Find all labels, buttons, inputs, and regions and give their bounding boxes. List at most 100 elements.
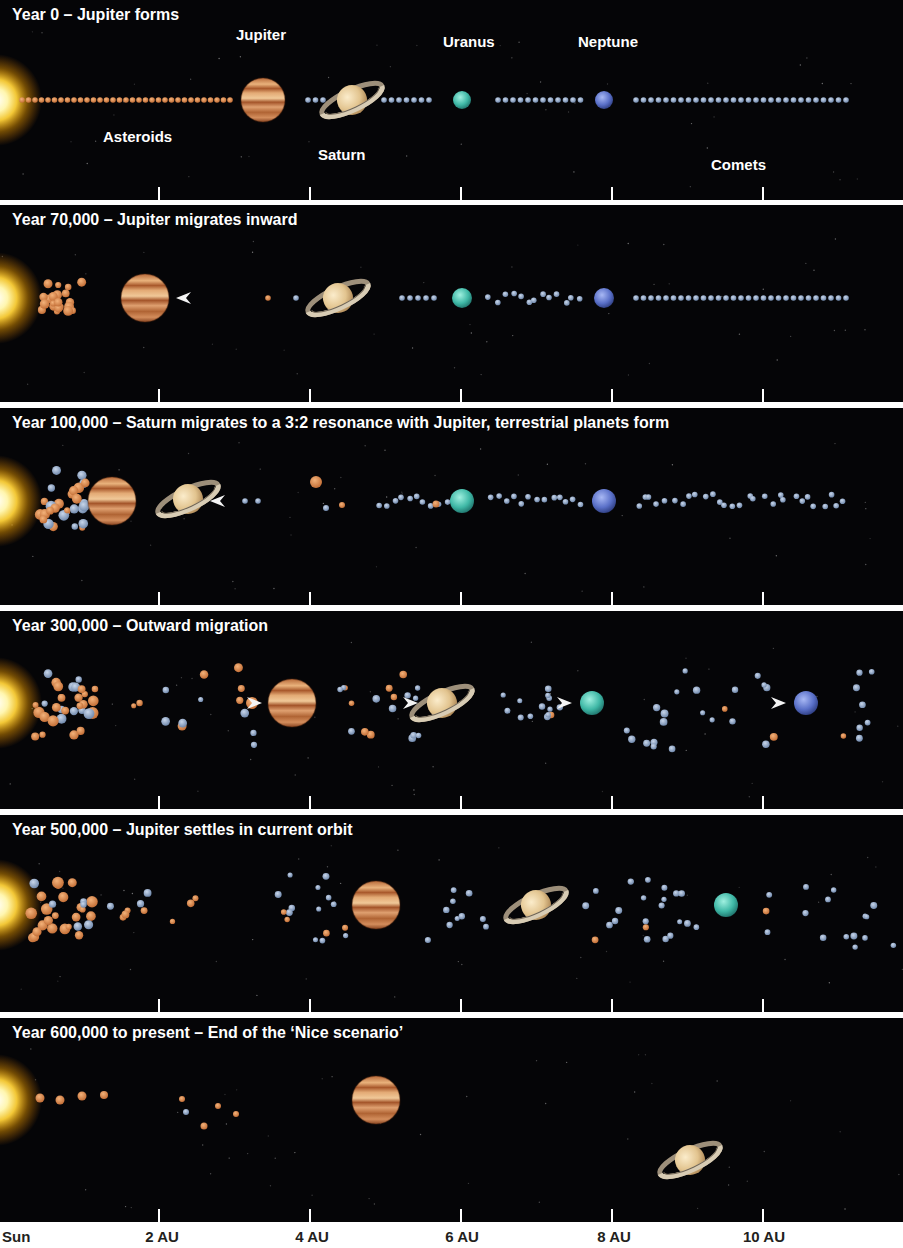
comet-dot bbox=[563, 499, 569, 505]
background-star bbox=[113, 114, 114, 115]
comet-dot bbox=[80, 901, 86, 907]
asteroid-dot bbox=[175, 97, 181, 103]
background-star bbox=[663, 244, 664, 245]
comet-dot bbox=[765, 929, 771, 935]
background-star bbox=[188, 176, 189, 177]
uranus-planet bbox=[714, 893, 738, 917]
asteroid-dot bbox=[40, 299, 50, 309]
panel-title: Year 600,000 to present – End of the ‘Ni… bbox=[0, 1018, 403, 1042]
au-tick bbox=[460, 796, 462, 809]
asteroid-dot bbox=[208, 97, 214, 103]
asteroid-dot bbox=[53, 682, 63, 692]
background-star bbox=[188, 453, 189, 454]
asteroid-dot bbox=[123, 97, 129, 103]
planet-label: Neptune bbox=[578, 33, 638, 50]
asteroid-dot bbox=[162, 97, 168, 103]
comet-dot bbox=[323, 873, 330, 880]
comet-dot bbox=[518, 715, 524, 721]
background-star bbox=[432, 766, 433, 767]
background-star bbox=[524, 573, 525, 574]
background-star bbox=[30, 1048, 31, 1049]
background-star bbox=[545, 763, 546, 764]
comet-dot bbox=[776, 97, 782, 103]
background-star bbox=[580, 957, 581, 958]
asteroid-dot bbox=[65, 284, 72, 291]
comet-dot bbox=[723, 295, 729, 301]
comet-dot bbox=[48, 484, 55, 491]
background-star bbox=[480, 448, 481, 449]
background-star bbox=[577, 244, 578, 245]
comet-dot bbox=[700, 710, 705, 715]
background-star bbox=[241, 156, 242, 157]
background-star bbox=[790, 336, 791, 337]
comet-dot bbox=[746, 97, 752, 103]
background-star bbox=[627, 1138, 628, 1139]
background-star bbox=[776, 555, 777, 556]
background-star bbox=[238, 442, 239, 443]
au-tick bbox=[460, 389, 462, 402]
comet-dot bbox=[802, 910, 808, 916]
comet-dot bbox=[554, 291, 560, 297]
comet-dot bbox=[404, 692, 410, 698]
timeline-panel: Year 0 – Jupiter forms bbox=[0, 0, 903, 200]
comet-dot bbox=[821, 97, 827, 103]
background-star bbox=[707, 83, 708, 84]
background-star bbox=[777, 359, 778, 360]
background-star bbox=[413, 789, 414, 790]
background-star bbox=[21, 988, 22, 989]
comet-dot bbox=[528, 713, 534, 719]
saturn-ring-back bbox=[304, 275, 372, 321]
background-star bbox=[401, 491, 402, 492]
asteroid-dot bbox=[26, 97, 32, 103]
comet-dot bbox=[686, 493, 692, 499]
comet-dot bbox=[504, 498, 510, 504]
background-star bbox=[130, 969, 131, 970]
comet-dot bbox=[865, 720, 871, 726]
background-star bbox=[716, 1080, 717, 1081]
migration-arrow bbox=[557, 697, 572, 709]
background-star bbox=[252, 252, 253, 253]
background-star bbox=[85, 1189, 86, 1190]
sun-glow bbox=[0, 54, 42, 146]
background-star bbox=[134, 779, 135, 780]
background-star bbox=[577, 670, 578, 671]
au-tick bbox=[158, 592, 160, 605]
comet-dot bbox=[671, 295, 677, 301]
background-star bbox=[628, 374, 629, 375]
background-star bbox=[216, 961, 217, 962]
background-star bbox=[651, 1083, 652, 1084]
asteroid-dot bbox=[221, 97, 227, 103]
background-star bbox=[608, 313, 609, 314]
background-star bbox=[805, 263, 806, 264]
background-star bbox=[784, 959, 785, 960]
background-star bbox=[713, 116, 714, 117]
comet-dot bbox=[305, 97, 311, 103]
comet-dot bbox=[633, 295, 639, 301]
comet-dot bbox=[862, 935, 868, 941]
background-star bbox=[236, 1089, 237, 1090]
comet-dot bbox=[624, 728, 630, 734]
comet-dot bbox=[641, 97, 647, 103]
jupiter-rim bbox=[352, 881, 400, 929]
comet-dot bbox=[42, 701, 48, 707]
background-star bbox=[865, 564, 866, 565]
background-star bbox=[790, 1100, 791, 1101]
comet-dot bbox=[545, 712, 550, 717]
au-tick bbox=[762, 1209, 764, 1222]
asteroid-dot bbox=[58, 892, 68, 902]
comet-dot bbox=[825, 897, 831, 903]
background-star bbox=[340, 477, 341, 478]
comet-dot bbox=[628, 736, 635, 743]
asteroid-dot bbox=[84, 97, 90, 103]
asteroid-dot bbox=[131, 703, 136, 708]
asteroid-dot bbox=[433, 501, 440, 508]
au-tick bbox=[309, 389, 311, 402]
background-star bbox=[864, 329, 865, 330]
comet-dot bbox=[891, 943, 896, 948]
background-star bbox=[420, 1134, 421, 1135]
asteroid-dot bbox=[66, 924, 72, 930]
comet-dot bbox=[672, 498, 678, 504]
background-star bbox=[134, 84, 135, 85]
comet-dot bbox=[864, 914, 869, 919]
comet-dot bbox=[466, 890, 473, 897]
